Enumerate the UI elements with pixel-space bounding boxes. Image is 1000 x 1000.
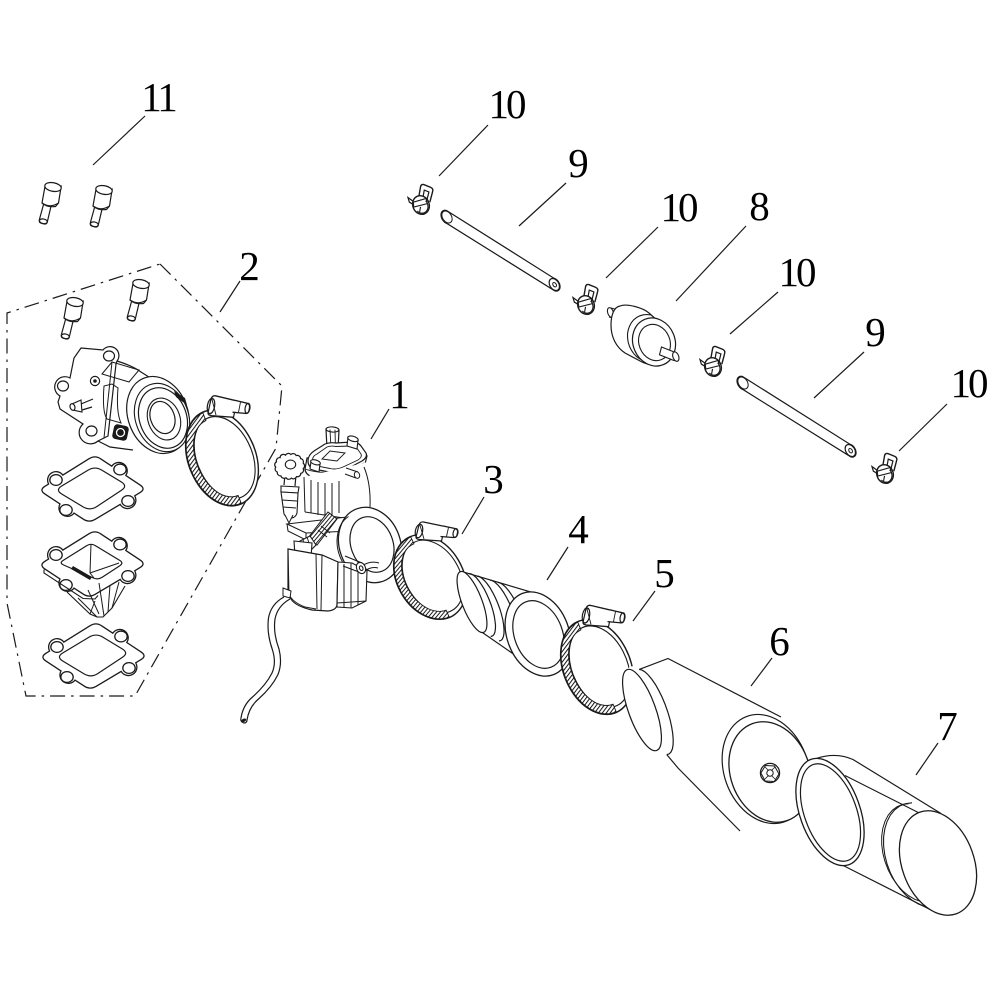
svg-text:4: 4 <box>568 506 588 552</box>
svg-text:8: 8 <box>749 183 768 229</box>
svg-text:7: 7 <box>937 703 957 749</box>
svg-text:10: 10 <box>661 184 698 230</box>
svg-text:9: 9 <box>865 309 884 355</box>
svg-text:3: 3 <box>483 456 502 502</box>
svg-text:6: 6 <box>769 618 789 664</box>
svg-text:10: 10 <box>779 249 816 295</box>
svg-text:5: 5 <box>654 550 673 596</box>
svg-text:2: 2 <box>239 243 258 289</box>
svg-text:1: 1 <box>389 371 408 417</box>
svg-text:10: 10 <box>951 360 988 406</box>
svg-text:9: 9 <box>568 140 587 186</box>
svg-text:11: 11 <box>141 74 176 120</box>
svg-text:10: 10 <box>489 81 526 127</box>
